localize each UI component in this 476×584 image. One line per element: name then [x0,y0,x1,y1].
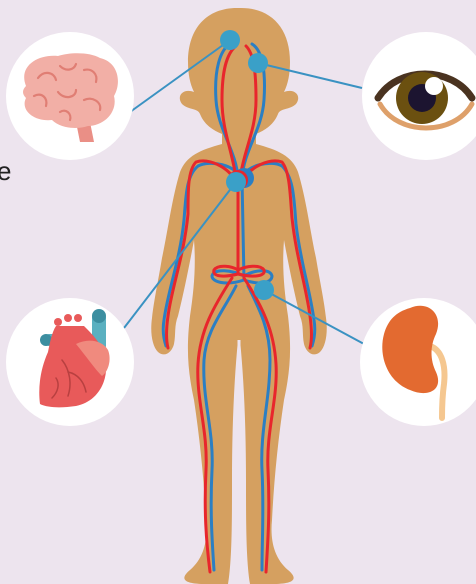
human-body-silhouette [151,8,327,584]
eye-callout [362,32,476,160]
heart-marker [226,172,246,192]
brain-callout [6,32,134,160]
kidney-marker [254,280,274,300]
eye-marker [248,53,268,73]
kidney-callout [360,298,476,426]
brain-marker [220,30,240,50]
heart-callout [6,298,134,426]
